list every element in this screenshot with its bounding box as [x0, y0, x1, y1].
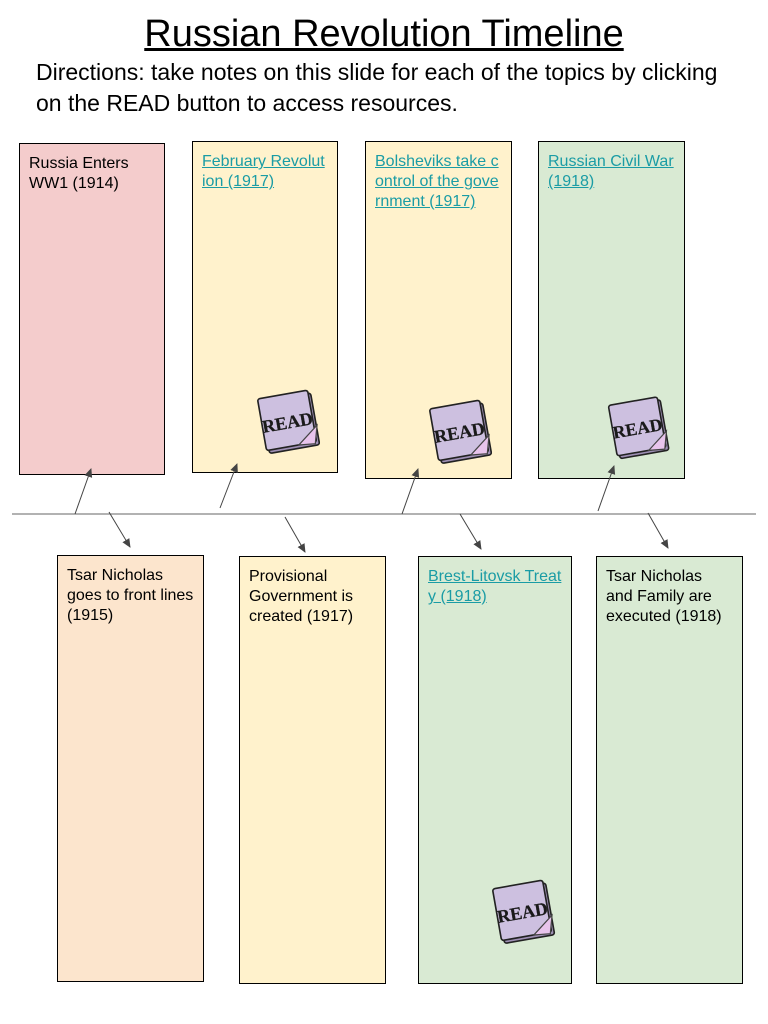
event-link-brest-litovsk[interactable]: Brest-Litovsk Treaty (1918) — [428, 568, 562, 605]
timeline-arrow-up — [74, 468, 93, 515]
event-card-provisional-government: Provisional Government is created (1917) — [239, 556, 386, 984]
event-card-tsar-front-lines: Tsar Nicholas goes to front lines (1915) — [57, 555, 204, 982]
read-button-brest-litovsk[interactable]: READ — [487, 870, 569, 952]
event-label: Russia Enters WW1 (1914) — [29, 155, 129, 192]
event-label: Tsar Nicholas and Family are executed (1… — [606, 568, 722, 625]
event-card-russia-enters-ww1: Russia Enters WW1 (1914) — [19, 143, 165, 475]
read-notepad-icon: READ — [257, 389, 321, 454]
read-notepad-icon: READ — [429, 399, 493, 464]
event-link-february-revolution[interactable]: February Revolution (1917) — [202, 153, 325, 190]
timeline-arrow-up — [597, 465, 616, 512]
timeline-arrow-down — [108, 511, 131, 548]
event-label: Provisional Government is created (1917) — [249, 568, 354, 625]
read-button-bolsheviks[interactable]: READ — [424, 390, 506, 472]
timeline-arrow-down — [459, 513, 482, 550]
timeline-arrow-down — [647, 512, 669, 549]
event-label: Tsar Nicholas goes to front lines (1915) — [67, 567, 194, 624]
read-button-february-revolution[interactable]: READ — [252, 380, 334, 462]
timeline-arrow-up — [219, 463, 238, 509]
read-notepad-icon: READ — [607, 396, 670, 460]
read-button-russian-civil-war[interactable]: READ — [603, 387, 683, 467]
timeline-arrow-down — [284, 516, 306, 553]
event-card-tsar-executed: Tsar Nicholas and Family are executed (1… — [596, 556, 743, 984]
event-link-bolsheviks[interactable]: Bolsheviks take control of the governmen… — [375, 153, 499, 210]
timeline-arrow-up — [401, 468, 420, 515]
read-notepad-icon: READ — [492, 879, 556, 944]
event-link-russian-civil-war[interactable]: Russian Civil War (1918) — [548, 153, 674, 190]
directions-text: Directions: take notes on this slide for… — [36, 59, 718, 116]
page-title: Russian Revolution Timeline — [144, 13, 624, 55]
